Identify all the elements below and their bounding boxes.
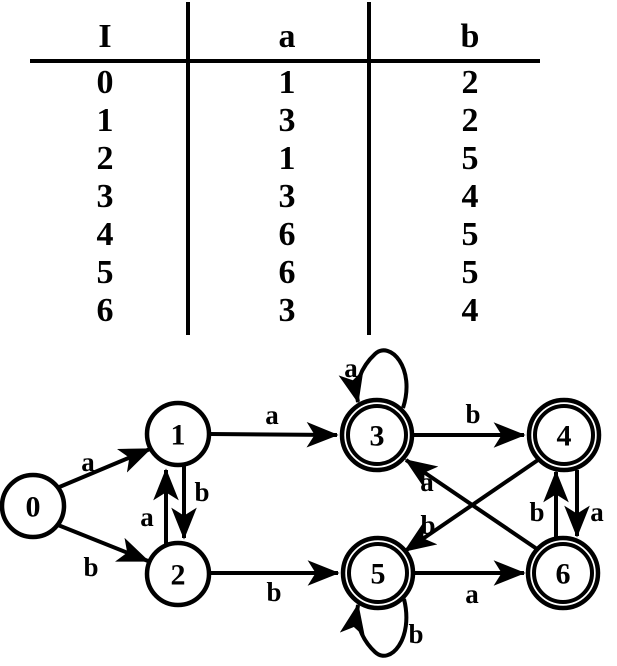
edge-1-3: a <box>209 400 339 448</box>
edge-0-2: b <box>57 523 150 582</box>
table-row: 6 <box>96 292 114 329</box>
edge-label-2-5: b <box>266 577 281 607</box>
state-label-6: 6 <box>556 558 571 591</box>
table-row: 3 <box>278 102 296 139</box>
edge-label-4-5: b <box>420 510 435 540</box>
table-row: 6 <box>278 254 296 291</box>
table-row: 5 <box>461 254 479 291</box>
table-header-rule <box>30 59 540 63</box>
edge-6-4: b <box>529 470 569 538</box>
table-row: 5 <box>461 140 479 177</box>
table-row: 2 <box>461 64 479 101</box>
edge-label-3-3: a <box>344 353 358 383</box>
edge-5-5-self: b <box>339 598 424 658</box>
edge-label-5-5: b <box>408 619 423 649</box>
edge-1-2: b <box>171 464 210 540</box>
table-row: 1 <box>278 64 296 101</box>
table-row: 3 <box>96 178 114 215</box>
edge-label-2-1: a <box>140 502 154 532</box>
table-row: 1 <box>96 102 114 139</box>
state-node-5[interactable]: 5 <box>340 535 416 611</box>
table-row: 4 <box>96 216 114 253</box>
edge-2-5: b <box>210 560 340 607</box>
state-label-2: 2 <box>171 559 186 592</box>
edge-label-6-3: a <box>420 467 434 497</box>
table-row: 4 <box>461 292 479 329</box>
edge-label-0-2: b <box>83 552 98 582</box>
state-node-0[interactable]: 0 <box>0 472 67 540</box>
state-label-0: 0 <box>26 491 41 524</box>
edge-3-3-self: a <box>338 348 409 409</box>
edge-label-1-3: a <box>265 400 279 430</box>
edge-label-1-2: b <box>194 477 209 507</box>
edge-label-0-1: a <box>81 447 95 477</box>
table-divider-2 <box>367 2 371 335</box>
edge-4-6: a <box>564 470 604 538</box>
edge-label-3-4: b <box>465 399 480 429</box>
table-header-state: I <box>98 18 112 55</box>
table-row: 4 <box>461 178 479 215</box>
edge-label-4-6: a <box>590 497 604 527</box>
table-row: 5 <box>96 254 114 291</box>
state-node-3[interactable]: 3 <box>339 397 415 473</box>
table-row: 2 <box>96 140 114 177</box>
table-row: 3 <box>278 178 296 215</box>
table-row: 1 <box>278 140 296 177</box>
table-row: 6 <box>278 216 296 253</box>
state-node-2[interactable]: 2 <box>144 540 212 608</box>
table-divider-1 <box>186 2 190 335</box>
edge-5-6: a <box>414 560 526 609</box>
edge-2-1: a <box>140 468 179 544</box>
edge-6-3: a <box>404 458 539 551</box>
table-row: 3 <box>278 292 296 329</box>
edge-label-5-6: a <box>465 579 479 609</box>
edge-3-4: b <box>413 399 526 448</box>
edge-0-1: a <box>56 447 152 490</box>
table-header-b: b <box>460 18 480 55</box>
state-node-1[interactable]: 1 <box>144 400 212 468</box>
table-row: 0 <box>96 64 114 101</box>
edge-label-6-4: b <box>529 497 544 527</box>
state-node-4[interactable]: 4 <box>526 397 602 473</box>
state-label-4: 4 <box>557 420 572 453</box>
state-node-6[interactable]: 6 <box>525 535 601 611</box>
state-label-3: 3 <box>370 420 385 453</box>
table-row: 5 <box>461 216 479 253</box>
state-label-1: 1 <box>171 419 186 452</box>
state-diagram: a b a b a <box>0 340 617 666</box>
table-row: 2 <box>461 102 479 139</box>
transition-table: I a b 0 1 2 1 3 2 2 1 5 3 3 4 4 6 5 5 6 … <box>30 2 540 335</box>
table-header-a: a <box>278 18 296 55</box>
state-label-5: 5 <box>371 558 386 591</box>
